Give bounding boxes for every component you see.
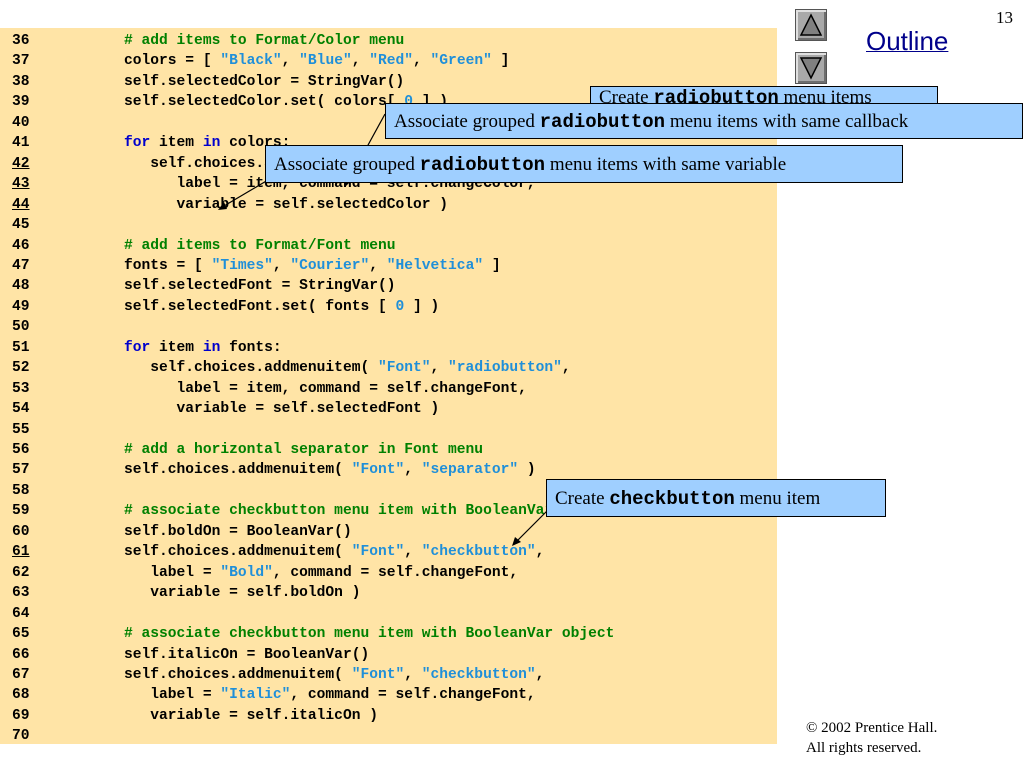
code-text: self.choices.addmenuitem( "Font", "check…: [124, 666, 545, 683]
code-text: self.choices.addmenuitem( "Font", "radio…: [124, 360, 571, 377]
line-number: 41: [12, 135, 30, 152]
code-text: # add items to Format/Color menu: [124, 33, 405, 49]
line-number: 46: [12, 237, 30, 254]
line-number: 59: [12, 503, 30, 520]
line-number: 66: [12, 646, 30, 663]
line-number: 43: [12, 176, 30, 193]
code-text: variable = self.selectedColor ): [124, 196, 449, 213]
line-number: 65: [12, 626, 30, 643]
code-text: # add a horizontal separator in Font men…: [124, 442, 484, 458]
line-number: 36: [12, 33, 30, 49]
line-number: 52: [12, 360, 30, 377]
outline-link[interactable]: Outline: [866, 26, 949, 56]
code-text: # associate checkbutton menu item with B…: [124, 503, 615, 520]
code-text: variable = self.italicOn ): [124, 707, 378, 724]
page-number: 13: [996, 8, 1013, 27]
line-number: 63: [12, 585, 30, 602]
line-number: 53: [12, 380, 30, 397]
line-number: 38: [12, 73, 30, 90]
callout-same-callback: Associate grouped radiobutton menu items…: [385, 103, 1023, 139]
code-text: self.selectedFont.set( fonts [ 0 ] ): [124, 298, 440, 315]
line-number: 37: [12, 53, 30, 70]
line-number: 45: [12, 217, 30, 234]
next-slide-button[interactable]: [795, 52, 827, 84]
line-number: 68: [12, 687, 30, 704]
line-number: 70: [12, 728, 30, 745]
code-text: label = item, command = self.changeFont,: [124, 380, 527, 397]
code-text: self.selectedColor.set( colors[ 0 ] ): [124, 94, 448, 111]
code-text: fonts = [ "Times", "Courier", "Helvetica…: [124, 257, 501, 274]
callout-create-checkbutton: Create checkbutton menu item: [546, 479, 886, 517]
line-number: 40: [12, 114, 30, 131]
line-number: 64: [12, 605, 30, 622]
code-text: label = "Bold", command = self.changeFon…: [124, 564, 519, 581]
line-number: 54: [12, 401, 30, 418]
callout-create-radiobutton: Create radiobutton menu items: [590, 86, 938, 108]
code-text: self.selectedFont = StringVar(): [124, 278, 396, 295]
line-number: 61: [12, 544, 30, 561]
line-number: 39: [12, 94, 30, 111]
line-number: 49: [12, 298, 30, 315]
line-number: 42: [12, 155, 30, 172]
triangle-up-icon: [799, 13, 823, 36]
line-number: 56: [12, 442, 30, 458]
code-text: variable = self.boldOn ): [124, 585, 361, 602]
code-text: colors = [ "Black", "Blue", "Red", "Gree…: [124, 53, 510, 70]
code-text: variable = self.selectedFont ): [124, 401, 440, 418]
line-number: 58: [12, 482, 30, 499]
callout-same-variable: Associate grouped radiobutton menu items…: [265, 145, 903, 183]
code-text: label = "Italic", command = self.changeF…: [124, 687, 536, 704]
previous-slide-button[interactable]: [795, 9, 827, 41]
copyright-symbol: ©: [806, 720, 818, 736]
code-text: self.choices.addmenuitem( "Font", "separ…: [124, 462, 536, 479]
line-number: 44: [12, 196, 30, 213]
code-text: self.boldOn = BooleanVar(): [124, 523, 352, 540]
code-text: self.italicOn = BooleanVar(): [124, 646, 370, 663]
code-text: self.choices.addmenuitem( "Font", "check…: [124, 544, 545, 561]
line-number: 51: [12, 339, 30, 356]
line-number: 60: [12, 523, 30, 540]
code-text: # associate checkbutton menu item with B…: [124, 626, 615, 643]
line-number: 62: [12, 564, 30, 581]
code-text: for item in fonts:: [124, 339, 282, 356]
line-number: 48: [12, 278, 30, 295]
line-number: 57: [12, 462, 30, 479]
line-number: 50: [12, 319, 30, 336]
code-text: self.selectedColor = StringVar(): [124, 73, 405, 90]
line-number: 47: [12, 257, 30, 274]
line-number: 69: [12, 707, 30, 724]
triangle-down-icon: [799, 57, 823, 80]
line-number: 55: [12, 421, 30, 438]
code-text: # add items to Format/Font menu: [124, 237, 396, 254]
line-number: 67: [12, 666, 30, 683]
copyright-notice: © 2002 Prentice Hall. All rights reserve…: [806, 720, 938, 756]
